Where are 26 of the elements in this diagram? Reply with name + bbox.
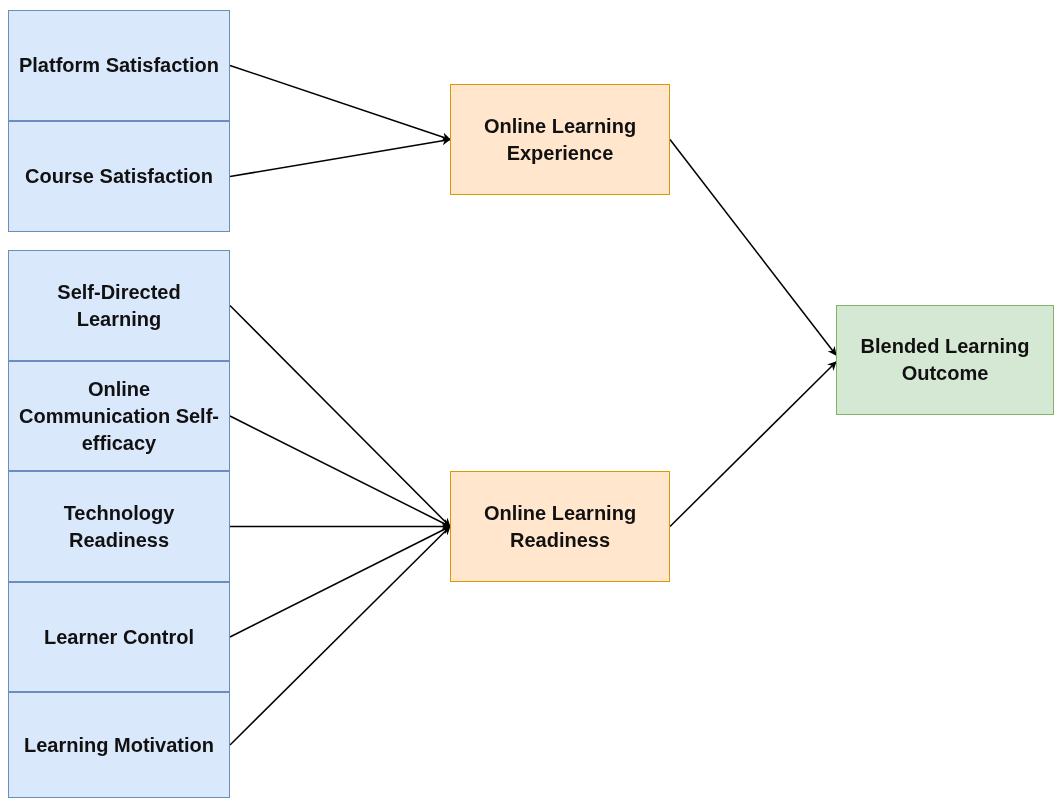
factor-box: [8, 250, 230, 361]
arrow: [669, 138, 837, 356]
node-label: Platform Satisfaction: [18, 53, 219, 78]
node-label: Online Learning Experience: [482, 113, 638, 166]
node-label: Blended Learning Outcome: [859, 334, 1031, 386]
arrow: [669, 361, 837, 528]
arrow: [229, 525, 451, 746]
arrow: [229, 136, 451, 178]
construct-box: [450, 471, 670, 582]
node-label: Online Learning Readiness: [482, 500, 638, 553]
factor-box: [8, 582, 230, 692]
factor-box: [8, 10, 230, 121]
factor-box: [8, 692, 230, 798]
arrow: [229, 304, 451, 528]
node-label: Online Communication Self-efficacy: [18, 376, 220, 456]
outcome-box: [836, 305, 1054, 415]
node-label: Self-Directed Learning: [56, 279, 182, 332]
construct-box: [450, 84, 670, 195]
factor-box: [8, 471, 230, 582]
node-label: Course Satisfaction: [25, 164, 213, 189]
arrow: [229, 64, 451, 142]
factor-box: [8, 121, 230, 232]
node-label: Learner Control: [44, 624, 194, 650]
node-label: Learning Motivation: [24, 732, 214, 758]
factor-box: [8, 361, 230, 471]
node-label: Technology Readiness: [62, 500, 176, 553]
